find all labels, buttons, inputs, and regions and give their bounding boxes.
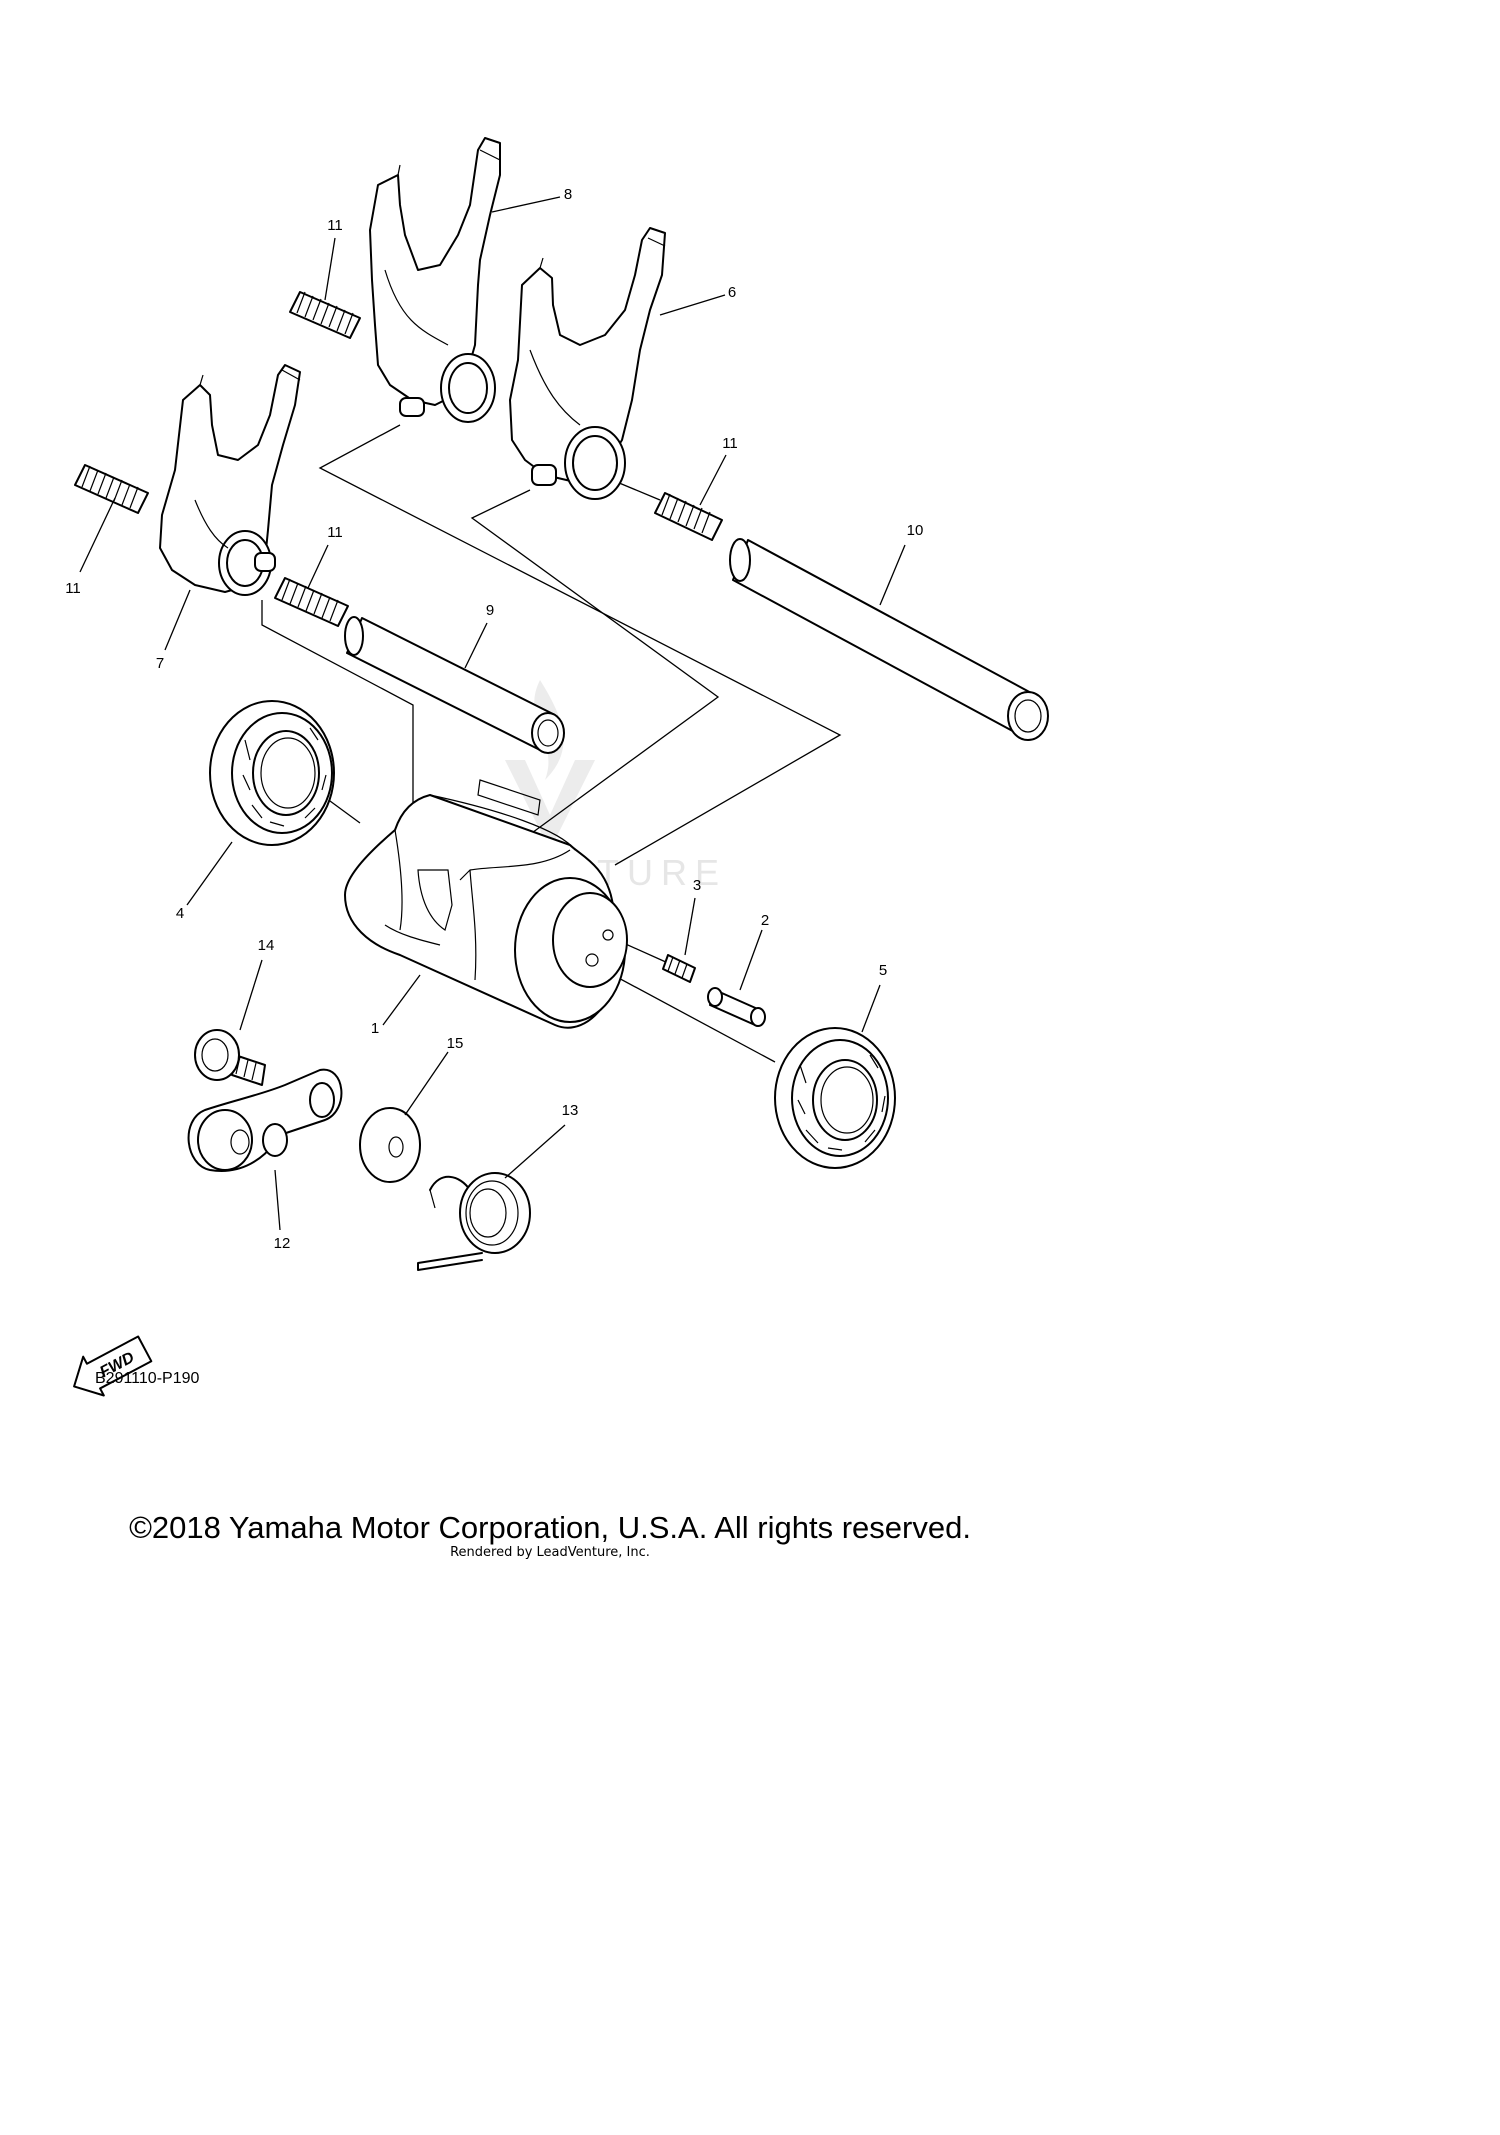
callout-2: 2 xyxy=(761,912,769,929)
callout-11-middle: 11 xyxy=(327,524,343,541)
stopper-lever-12 xyxy=(187,1068,343,1172)
bearing-5 xyxy=(774,1027,896,1169)
stopper-spring-3 xyxy=(662,954,696,983)
copyright-notice: ©2018 Yamaha Motor Corporation, U.S.A. A… xyxy=(129,1510,971,1545)
callout-9: 9 xyxy=(486,602,494,619)
callout-1: 1 xyxy=(371,1020,379,1037)
fwd-arrow-icon: FWD xyxy=(73,1335,153,1397)
washer-15 xyxy=(359,1107,421,1183)
shift-drum-1 xyxy=(344,779,628,1029)
leader-lines xyxy=(79,196,906,1231)
callout-3: 3 xyxy=(693,877,701,894)
diagram-code: B291110-P190 xyxy=(95,1370,200,1387)
callout-8: 8 xyxy=(564,186,572,203)
callout-14: 14 xyxy=(258,937,275,954)
bearing-4 xyxy=(209,700,335,846)
bolt-14 xyxy=(194,1029,266,1086)
assembly-lines xyxy=(261,424,842,1063)
rendered-by-notice: Rendered by LeadVenture, Inc. xyxy=(450,1545,650,1560)
callout-11-right: 11 xyxy=(722,435,738,452)
torsion-spring-13 xyxy=(417,1172,531,1271)
spring-11-right xyxy=(654,492,723,541)
dowel-pin-2 xyxy=(707,987,766,1027)
spring-11-middle xyxy=(274,577,349,627)
callout-4: 4 xyxy=(176,905,184,922)
spring-11-left xyxy=(74,464,149,514)
callout-7: 7 xyxy=(156,655,164,672)
spring-11-top xyxy=(289,291,361,339)
callout-15: 15 xyxy=(447,1035,464,1052)
guide-bar-10 xyxy=(729,538,1049,741)
callout-11-top: 11 xyxy=(327,217,343,234)
guide-bar-9 xyxy=(344,616,565,754)
shift-fork-7 xyxy=(159,364,301,596)
callout-labels: 1 2 3 4 5 6 7 8 9 10 11 11 11 11 12 13 1… xyxy=(65,186,923,1252)
callout-5: 5 xyxy=(879,962,887,979)
callout-12: 12 xyxy=(274,1235,291,1252)
shift-fork-8 xyxy=(369,137,501,423)
callout-13: 13 xyxy=(562,1102,579,1119)
callout-6: 6 xyxy=(728,284,736,301)
callout-11-left: 11 xyxy=(65,580,81,597)
exploded-parts-diagram: LEADVENTURE xyxy=(65,137,1049,1397)
shift-fork-6 xyxy=(509,227,666,500)
callout-10: 10 xyxy=(907,522,924,539)
